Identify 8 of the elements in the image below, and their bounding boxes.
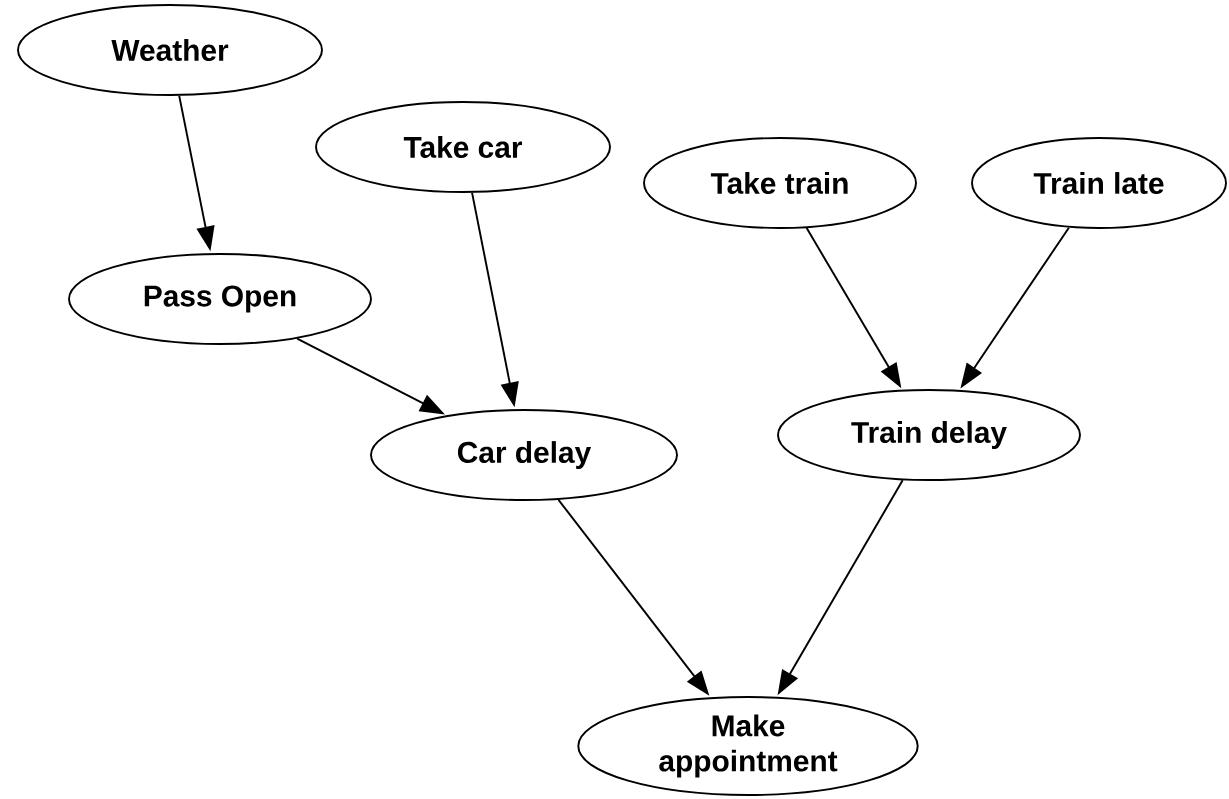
- ellipse-node: Make appointment: [577, 696, 919, 796]
- ellipse-node: Pass Open: [68, 253, 372, 345]
- ellipse-node: Train delay: [777, 389, 1081, 481]
- ellipse-node: Train late: [971, 137, 1227, 229]
- ellipse-node: Take car: [315, 101, 611, 193]
- ellipse-node: Weather: [17, 4, 323, 96]
- ellipse-node: Car delay: [370, 409, 678, 501]
- ellipse-node: Take train: [643, 137, 917, 229]
